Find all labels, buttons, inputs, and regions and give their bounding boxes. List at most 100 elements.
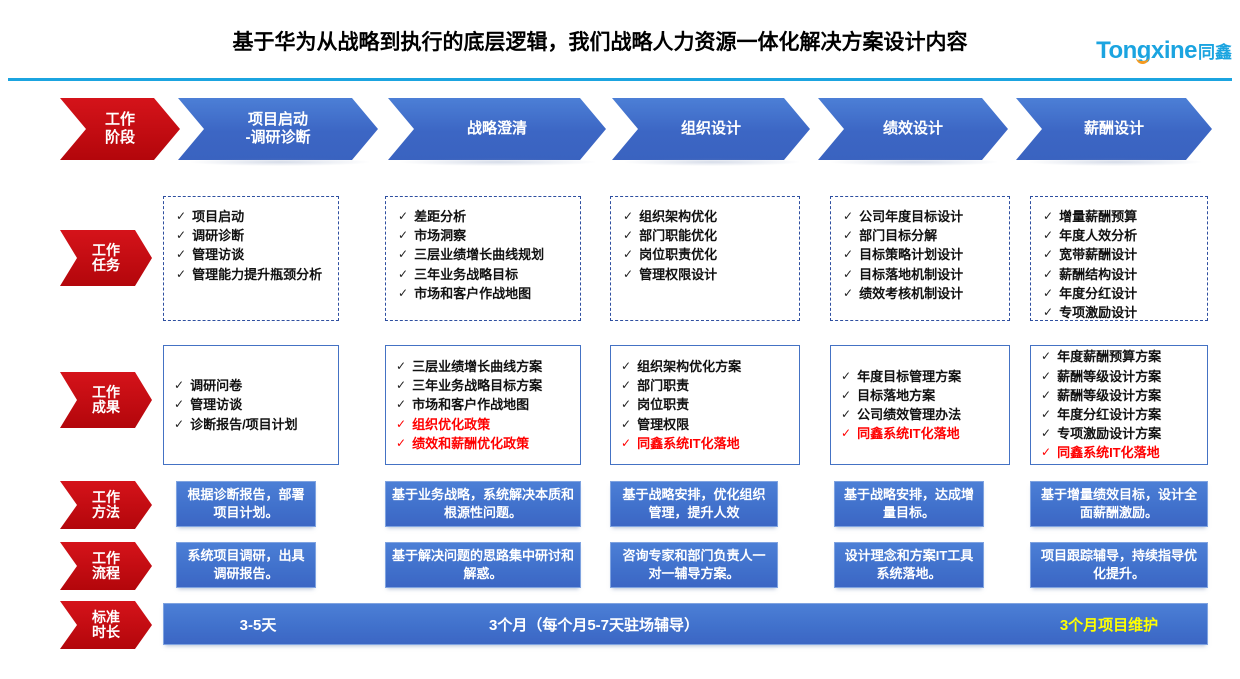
duration-segment-3: 3个月项目维护 — [1059, 616, 1159, 634]
duration-segment-2: 3个月（每个月5-7天驻场辅导） — [488, 616, 700, 634]
task-list-1: ✓项目启动 ✓调研诊断 ✓管理访谈 ✓管理能力提升瓶颈分析 — [176, 207, 330, 284]
check-icon: ✓ — [176, 247, 187, 262]
method-cell-3[interactable]: 基于战略安排，优化组织管理，提升人效 — [610, 481, 778, 527]
brand-logo-cjk: 同鑫 — [1198, 43, 1232, 62]
outcome-item: ✓管理权限 — [621, 415, 793, 434]
outcome-list-5: ✓年度薪酬预算方案 ✓薪酬等级设计方案 ✓薪酬等级设计方案 ✓年度分红设计方案 … — [1041, 347, 1201, 462]
task-box-2[interactable]: ✓差距分析 ✓市场洞察 ✓三层业绩增长曲线规划 ✓三年业务战略目标 ✓市场和客户… — [385, 196, 581, 321]
row-label-methods-line1: 工作 — [92, 488, 120, 505]
task-item-label: 绩效考核机制设计 — [859, 285, 964, 301]
task-box-1[interactable]: ✓项目启动 ✓调研诊断 ✓管理访谈 ✓管理能力提升瓶颈分析 — [163, 196, 339, 321]
stage-arrow-row: 工作 阶段 项目启动 -调研诊断 战略澄清 组织设计 绩效设计 薪酬设计 — [0, 98, 1240, 166]
check-icon: ✓ — [398, 209, 409, 223]
task-item-label: 年度分红设计 — [1059, 285, 1138, 301]
process-cell-4[interactable]: 设计理念和方案IT工具系统落地。 — [834, 542, 984, 588]
task-box-3[interactable]: ✓组织架构优化 ✓部门职能优化 ✓岗位职责优化 ✓管理权限设计 — [610, 196, 800, 321]
task-item: ✓三层业绩增长曲线规划 — [398, 245, 572, 264]
check-icon: ✓ — [398, 285, 409, 300]
outcome-item-label: 年度分红设计方案 — [1057, 407, 1162, 422]
outcome-list-2: ✓三层业绩增长曲线方案 ✓三年业务战略目标方案 ✓市场和客户作战地图 ✓组织优化… — [396, 357, 574, 453]
row-label-methods-line2: 方法 — [92, 504, 120, 520]
check-icon: ✓ — [621, 416, 632, 431]
row-label-processes-line1: 工作 — [92, 549, 120, 566]
check-icon: ✓ — [174, 378, 185, 393]
check-icon: ✓ — [841, 407, 852, 421]
outcome-item: ✓公司绩效管理办法 — [841, 405, 1003, 424]
check-icon: ✓ — [1043, 228, 1054, 243]
check-icon: ✓ — [396, 358, 407, 373]
stage-chevron-4[interactable]: 绩效设计 — [818, 98, 1008, 160]
check-icon: ✓ — [621, 435, 632, 450]
outcome-item: ✓市场和客户作战地图 — [396, 395, 574, 414]
check-icon: ✓ — [843, 266, 854, 281]
duration-bar[interactable]: 3-5天 3个月（每个月5-7天驻场辅导） 3个月项目维护 — [163, 603, 1208, 645]
stage-chevron-2[interactable]: 战略澄清 — [388, 98, 606, 160]
process-cell-1[interactable]: 系统项目调研，出具调研报告。 — [176, 542, 316, 588]
task-item: ✓管理权限设计 — [623, 265, 791, 284]
duration-segment-1: 3-5天 — [239, 616, 277, 634]
stage-1-line2: -调研诊断 — [245, 129, 311, 146]
check-icon: ✓ — [398, 266, 409, 281]
task-item-label: 三层业绩增长曲线规划 — [414, 247, 545, 263]
check-icon: ✓ — [621, 378, 632, 393]
task-item: ✓增量薪酬预算 — [1043, 207, 1199, 226]
process-cell-2[interactable]: 基于解决问题的思路集中研讨和解惑。 — [385, 542, 581, 588]
check-icon: ✓ — [623, 209, 634, 223]
process-cell-3[interactable]: 咨询专家和部门负责人一对一辅导方案。 — [610, 542, 778, 588]
check-icon: ✓ — [843, 285, 854, 300]
outcome-item-label: 调研问卷 — [190, 378, 243, 394]
outcome-item: ✓诊断报告/项目计划 — [174, 415, 332, 434]
method-cell-1[interactable]: 根据诊断报告，部署项目计划。 — [176, 481, 316, 527]
brand-logo-latin: Tongxine — [1096, 37, 1197, 65]
outcome-list-4: ✓年度目标管理方案 ✓目标落地方案 ✓公司绩效管理办法 ✓同鑫系统IT化落地 — [841, 367, 1003, 444]
outcome-box-1[interactable]: ✓ 调研问卷 ✓管理访谈 ✓诊断报告/项目计划 — [163, 345, 339, 465]
check-icon: ✓ — [1041, 368, 1052, 383]
outcome-item: ✓薪酬等级设计方案 — [1041, 386, 1201, 405]
task-item: ✓ 目标落地机制设计 — [843, 265, 1001, 284]
outcome-box-2[interactable]: ✓三层业绩增长曲线方案 ✓三年业务战略目标方案 ✓市场和客户作战地图 ✓组织优化… — [385, 345, 581, 465]
method-cell-4[interactable]: 基于战略安排，达成增量目标。 — [834, 481, 984, 527]
task-item: ✓市场洞察 — [398, 226, 572, 245]
task-item: ✓项目启动 — [176, 207, 330, 226]
task-box-4[interactable]: ✓公司年度目标设计 ✓部门目标分解 ✓目标策略计划设计 ✓目标落地机制设计 ✓绩… — [830, 196, 1010, 321]
method-cell-2[interactable]: 基于业务战略，系统解决本质和根源性问题。 — [385, 481, 581, 527]
task-item-label: 管理能力提升瓶颈分析 — [192, 266, 323, 282]
outcome-item-label: 年度薪酬预算方案 — [1057, 349, 1162, 365]
task-item: ✓三年业务战略目标 — [398, 265, 572, 284]
task-list-3: ✓组织架构优化 ✓部门职能优化 ✓岗位职责优化 ✓管理权限设计 — [623, 207, 791, 284]
outcome-box-5[interactable]: ✓年度薪酬预算方案 ✓薪酬等级设计方案 ✓薪酬等级设计方案 ✓年度分红设计方案 … — [1030, 345, 1208, 465]
task-item-label: 目标落地机制设计 — [859, 266, 964, 282]
task-item: ✓专项激励设计 — [1043, 303, 1199, 322]
task-box-5[interactable]: ✓增量薪酬预算 ✓年度人效分析 ✓宽带薪酬设计 ✓薪酬结构设计 ✓年度分红设计 … — [1030, 196, 1208, 321]
stage-1-line1: 项目启动 — [247, 111, 308, 129]
stage-chevron-5[interactable]: 薪酬设计 — [1016, 98, 1212, 160]
outcome-box-4[interactable]: ✓年度目标管理方案 ✓目标落地方案 ✓公司绩效管理办法 ✓同鑫系统IT化落地 — [830, 345, 1010, 465]
task-item-label: 管理访谈 — [192, 247, 245, 263]
outcome-item-label: 岗位职责 — [637, 397, 690, 413]
row-label-outcomes-line1: 工作 — [92, 383, 120, 400]
stage-3-line1: 组织设计 — [680, 120, 741, 138]
task-item-label: 项目启动 — [192, 209, 245, 224]
task-item: ✓公司年度目标设计 — [843, 207, 1001, 226]
task-item: ✓ 管理访谈 — [176, 245, 330, 264]
outcome-item-label: 薪酬等级设计方案 — [1057, 368, 1162, 384]
stage-chevron-3[interactable]: 组织设计 — [612, 98, 810, 160]
outcome-item-label: 管理访谈 — [190, 397, 243, 413]
task-item-label: 差距分析 — [414, 209, 467, 224]
check-icon: ✓ — [621, 358, 632, 373]
task-item-label: 市场洞察 — [414, 228, 467, 244]
row-label-outcomes: 工作 成果 — [60, 372, 152, 428]
process-cell-5[interactable]: 项目跟踪辅导，持续指导优化提升。 — [1030, 542, 1208, 588]
check-icon: ✓ — [396, 378, 407, 393]
check-icon: ✓ — [843, 247, 854, 262]
check-icon: ✓ — [176, 228, 187, 243]
outcome-box-3[interactable]: ✓组织架构优化方案 ✓部门职责 ✓岗位职责 ✓管理权限 ✓同鑫系统IT化落地 — [610, 345, 800, 465]
method-cell-5[interactable]: 基于增量绩效目标，设计全面薪酬激励。 — [1030, 481, 1208, 527]
outcome-item: ✓管理访谈 — [174, 395, 332, 414]
check-icon: ✓ — [1041, 426, 1052, 441]
stage-chevron-1[interactable]: 项目启动 -调研诊断 — [178, 98, 378, 160]
stage-2-line1: 战略澄清 — [466, 120, 527, 138]
task-item: ✓部门职能优化 — [623, 226, 791, 245]
stage-chevron-2-shadow — [400, 158, 596, 166]
check-icon: ✓ — [841, 426, 852, 441]
